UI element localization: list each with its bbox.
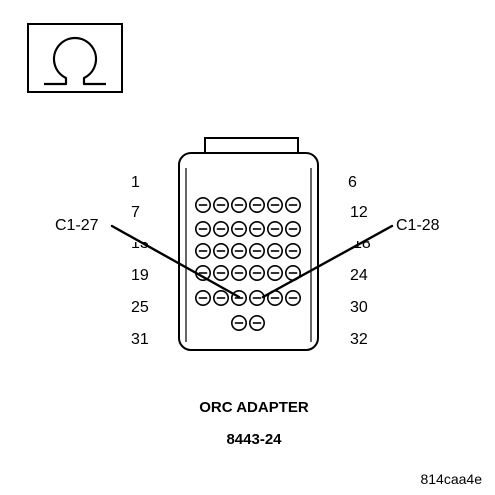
- ohm-icon: [44, 36, 106, 86]
- callout-label-c1-27: C1-27: [55, 217, 99, 234]
- callout-line-c1-28: [261, 224, 394, 299]
- label-mask-right: [344, 232, 378, 241]
- pin-label-24: 24: [350, 267, 368, 284]
- pin-cavity-grid: [195, 197, 301, 331]
- pin-label-32: 32: [350, 331, 368, 348]
- ohm-symbol-box: [27, 23, 123, 93]
- pin-label-30: 30: [350, 299, 368, 316]
- pin-label-31: 31: [131, 331, 149, 348]
- figure-id: 814caa4e: [420, 471, 482, 487]
- pin-label-7: 7: [131, 204, 140, 221]
- callout-label-c1-28: C1-28: [396, 217, 440, 234]
- caption-part-number: 8443-24: [226, 431, 282, 448]
- label-mask-left: [126, 232, 166, 242]
- connector-latch: [204, 137, 299, 155]
- pin-label-19: 19: [131, 267, 149, 284]
- pin-label-1: 1: [131, 174, 140, 191]
- pin-label-12: 12: [350, 204, 368, 221]
- pin-label-6: 6: [348, 174, 357, 191]
- ohm-symbol-frame: [27, 23, 123, 93]
- pin-label-25: 25: [131, 299, 149, 316]
- caption-title: ORC ADAPTER: [199, 399, 309, 416]
- callout-line-c1-27: [110, 224, 241, 299]
